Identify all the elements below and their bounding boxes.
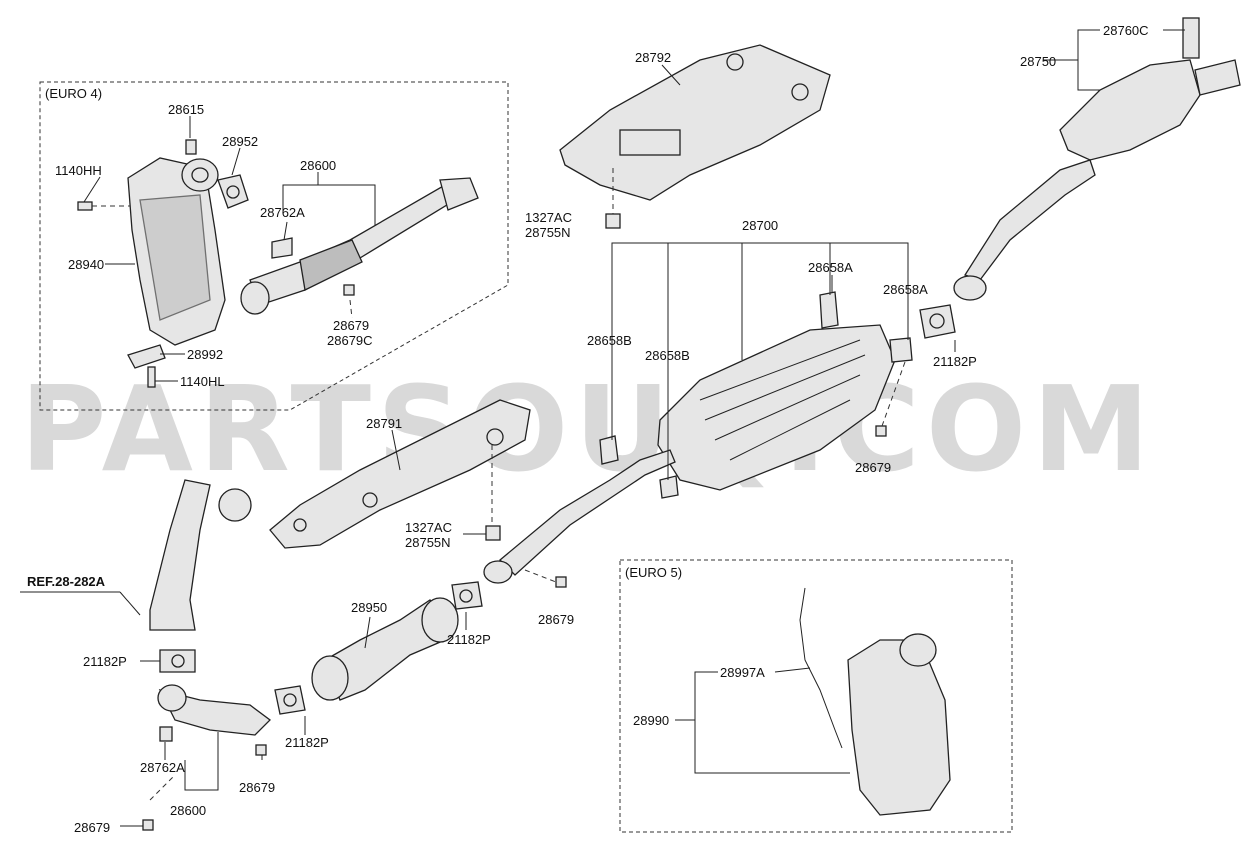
nut-28679-bottom <box>142 819 154 831</box>
nut-28679-top <box>343 284 355 296</box>
label-28791: 28791 <box>366 416 402 431</box>
rear-muffler-28750 <box>953 17 1241 301</box>
hanger-28658B-1 <box>599 435 619 465</box>
bracket-28992 <box>127 344 166 369</box>
label-28750: 28750 <box>1020 54 1056 69</box>
label-28600-top: 28600 <box>300 158 336 173</box>
label-28679-top: 28679 <box>333 318 369 333</box>
bolt-1140HH <box>77 201 130 211</box>
hanger-28658A-2 <box>889 337 913 363</box>
heat-shield-28792 <box>559 44 831 201</box>
label-1140HH: 1140HH <box>55 163 102 178</box>
label-ref: REF.28-282A <box>27 574 106 589</box>
label-28679-mid: 28679 <box>538 612 574 627</box>
label-28762A-top: 28762A <box>260 205 305 220</box>
euro4-box <box>39 81 509 411</box>
label-28990: 28990 <box>633 713 669 728</box>
nut-28679-mid <box>555 576 567 588</box>
hanger-28658A-1 <box>819 291 839 329</box>
nut-28679-low <box>255 744 267 756</box>
label-1327AC-mid: 1327AC <box>405 520 452 535</box>
hanger-28762A-top <box>271 237 293 259</box>
label-1327AC-top: 1327AC <box>525 210 572 225</box>
euro5-box <box>619 559 1013 833</box>
label-28615: 28615 <box>168 102 204 117</box>
gasket-21182P-right <box>919 304 956 339</box>
label-28760C: 28760C <box>1103 23 1149 38</box>
gasket-21182P-mid <box>451 581 483 610</box>
label-28679-low: 28679 <box>239 780 275 795</box>
label-28992: 28992 <box>187 347 223 362</box>
label-28997A: 28997A <box>720 665 765 680</box>
label-28658A-2: 28658A <box>883 282 928 297</box>
label-28679-bottom: 28679 <box>74 820 110 835</box>
nut-1327AC-mid <box>485 525 501 541</box>
label-21182P-right: 21182P <box>933 354 977 369</box>
label-28600-low: 28600 <box>170 803 206 818</box>
sensor-28615 <box>185 139 197 155</box>
hanger-28762A-low <box>159 726 173 742</box>
label-28679-right: 28679 <box>855 460 891 475</box>
label-28679C: 28679C <box>327 333 373 348</box>
watermark: PARTSOUQ.COM <box>20 360 1156 498</box>
label-21182P-left: 21182P <box>83 654 127 669</box>
hanger-28658B-2 <box>659 475 679 499</box>
ref-pipe <box>149 479 252 631</box>
label-28940: 28940 <box>68 257 104 272</box>
label-28762A-low: 28762A <box>140 760 185 775</box>
front-pipe-euro4 <box>240 177 479 315</box>
catalyst-28950 <box>311 597 459 701</box>
part-labels: 28615 28952 1140HH 28600 28762A 28940 28… <box>27 23 1149 835</box>
gasket-21182P-low <box>274 685 306 715</box>
label-21182P-low: 21182P <box>285 735 329 750</box>
label-28755N-top: 28755N <box>525 225 571 240</box>
catalytic-converter-euro5 <box>799 587 951 816</box>
label-1140HL: 1140HL <box>180 374 225 389</box>
center-muffler-28700 <box>483 324 896 584</box>
nut-1327AC-top <box>605 213 621 229</box>
label-28792: 28792 <box>635 50 671 65</box>
label-21182P-mid: 21182P <box>447 632 491 647</box>
label-28658B-2: 28658B <box>645 348 690 363</box>
leader-lines <box>20 29 1185 827</box>
gasket-28952 <box>217 174 249 209</box>
nut-28679-right <box>875 425 887 437</box>
label-28950: 28950 <box>351 600 387 615</box>
gasket-21182P-left <box>159 649 196 673</box>
bolt-1140HL <box>147 366 156 388</box>
euro4-label: (EURO 4) <box>45 86 102 101</box>
euro5-label: (EURO 5) <box>625 565 682 580</box>
label-28700: 28700 <box>742 218 778 233</box>
heat-shield-28791 <box>269 399 531 549</box>
label-28755N-mid: 28755N <box>405 535 451 550</box>
label-28658A-1: 28658A <box>808 260 853 275</box>
label-28658B-1: 28658B <box>587 333 632 348</box>
catalytic-converter-euro4 <box>127 157 226 346</box>
label-28952: 28952 <box>222 134 258 149</box>
front-pipe-lower <box>157 684 271 736</box>
